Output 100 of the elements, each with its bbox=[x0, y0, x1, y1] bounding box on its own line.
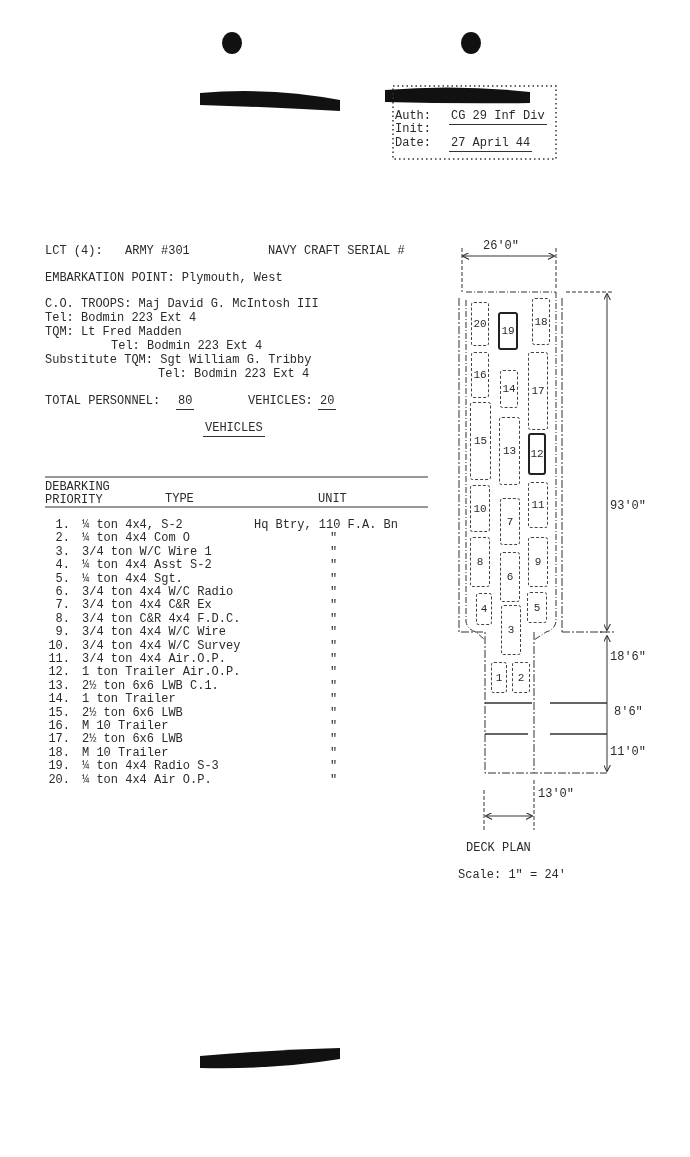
priority-number: 9. bbox=[54, 626, 70, 640]
vehicle-number: 7 bbox=[506, 515, 514, 528]
stamp-field-label: Init: bbox=[395, 123, 431, 136]
vehicle-slot bbox=[527, 592, 547, 623]
vehicle-number: 18 bbox=[534, 315, 548, 328]
ditto-mark: " bbox=[330, 545, 338, 559]
ditto-mark: " bbox=[330, 639, 338, 653]
vehicle-number: 4 bbox=[480, 603, 488, 615]
form-field-label: TOTAL PERSONNEL: bbox=[45, 395, 161, 408]
vehicle-type: 3/4 ton W/C Wire 1 bbox=[82, 545, 212, 559]
vehicle-type: ¼ ton 4x4 Asst S-2 bbox=[82, 559, 212, 573]
form-field: Tel: Bodmin 223 Ext 4 bbox=[111, 340, 263, 353]
drawing-title: DECK PLAN bbox=[466, 842, 531, 855]
vehicle-slot bbox=[512, 662, 530, 693]
priority-number: 2. bbox=[54, 532, 70, 546]
stamp-field-value: CG 29 Inf Div bbox=[449, 110, 547, 125]
ditto-mark: " bbox=[330, 626, 338, 640]
vehicle-slot bbox=[470, 485, 490, 532]
ditto-mark: " bbox=[330, 773, 338, 787]
vehicle-type: ¼ ton 4x4 Sgt. bbox=[82, 572, 183, 586]
vehicle-type: 2½ ton 6x6 LWB C.1. bbox=[82, 679, 219, 693]
vehicle-type: 3/4 ton 4x4 W/C Radio bbox=[82, 586, 234, 599]
vehicle-slot bbox=[476, 593, 492, 625]
ditto-mark: " bbox=[330, 720, 338, 733]
vehicle-type: ¼ ton 4x4 Radio S-3 bbox=[82, 760, 219, 774]
vehicle-type: 1 ton Trailer bbox=[82, 693, 176, 707]
dimension-label: 93'0" bbox=[610, 500, 646, 513]
vehicle-slot bbox=[498, 312, 518, 350]
form-field: EMBARKATION POINT: Plymouth, West bbox=[45, 272, 283, 285]
vehicle-slot bbox=[528, 537, 548, 587]
priority-number: 3. bbox=[54, 545, 70, 559]
vehicle-slot bbox=[491, 662, 507, 693]
dimension-label: 13'0" bbox=[538, 788, 574, 801]
form-field-value: 20 bbox=[318, 395, 337, 410]
dimension-label: 11'0" bbox=[610, 746, 646, 759]
vehicle-type: 3/4 ton 4x4 C&R Ex bbox=[82, 599, 212, 613]
ditto-mark: " bbox=[330, 612, 338, 626]
unit-name: Hq Btry, 110 F.A. Bn bbox=[254, 519, 399, 532]
vehicle-slot bbox=[500, 552, 520, 602]
vehicle-slot bbox=[528, 352, 548, 430]
priority-number: 5. bbox=[54, 572, 70, 586]
vehicle-number: 3 bbox=[507, 624, 515, 636]
ditto-mark: " bbox=[330, 746, 338, 760]
vehicle-number: 9 bbox=[534, 556, 542, 568]
vehicle-type: 2½ ton 6x6 LWB bbox=[82, 733, 183, 747]
form-field: LCT (4): bbox=[45, 245, 103, 258]
stamp-field-value: 27 April 44 bbox=[449, 137, 533, 152]
vehicle-number: 1 bbox=[495, 671, 503, 684]
vehicle-type: M 10 Trailer bbox=[82, 720, 169, 733]
vehicle-type: 3/4 ton 4x4 Air.O.P. bbox=[82, 653, 227, 666]
vehicle-slot bbox=[499, 417, 520, 485]
stamp-field-label: Auth: bbox=[395, 110, 431, 123]
section-heading: VEHICLES bbox=[203, 422, 265, 437]
dimension-label: 18'6" bbox=[610, 651, 646, 664]
vehicle-number: 19 bbox=[501, 325, 515, 337]
form-field: C.O. TROOPS: Maj David G. McIntosh III bbox=[45, 298, 319, 311]
vehicle-number: 10 bbox=[473, 502, 487, 515]
vehicle-slot bbox=[500, 498, 520, 545]
vehicle-type: 2½ ton 6x6 LWB bbox=[82, 706, 183, 720]
ditto-mark: " bbox=[330, 679, 338, 693]
form-field: Tel: Bodmin 223 Ext 4 bbox=[158, 368, 310, 381]
vehicle-number: 11 bbox=[531, 499, 545, 511]
ditto-mark: " bbox=[330, 733, 338, 747]
vehicle-type: 1 ton Trailer Air.O.P. bbox=[82, 666, 241, 680]
priority-number: 12. bbox=[47, 666, 70, 680]
vehicle-type: ¼ ton 4x4 Com O bbox=[82, 532, 191, 546]
priority-number: 1. bbox=[54, 519, 70, 532]
vehicle-slot bbox=[501, 605, 521, 655]
vehicle-slot bbox=[471, 302, 489, 346]
priority-number: 11. bbox=[47, 653, 70, 666]
form-field: Substitute TQM: Sgt William G. Tribby bbox=[45, 354, 312, 367]
priority-number: 14. bbox=[47, 693, 70, 707]
vehicle-type: 3/4 ton C&R 4x4 F.D.C. bbox=[82, 612, 241, 626]
priority-number: 16. bbox=[47, 720, 70, 733]
priority-number: 8. bbox=[54, 612, 70, 626]
vehicle-number: 5 bbox=[533, 601, 541, 614]
priority-number: 7. bbox=[54, 599, 70, 613]
form-field: NAVY CRAFT SERIAL # bbox=[268, 245, 405, 258]
vehicle-slot bbox=[470, 402, 491, 480]
vehicle-slot bbox=[500, 370, 518, 408]
vehicle-type: 3/4 ton 4x4 W/C Wire bbox=[82, 626, 227, 640]
dimension-label: 26'0" bbox=[483, 240, 519, 253]
ditto-mark: " bbox=[330, 653, 338, 666]
ditto-mark: " bbox=[330, 599, 338, 613]
form-field: Tel: Bodmin 223 Ext 4 bbox=[45, 312, 197, 325]
vehicle-number: 2 bbox=[517, 671, 525, 684]
vehicle-number: 6 bbox=[506, 571, 514, 583]
vehicle-number: 12 bbox=[530, 448, 544, 460]
vehicle-slot bbox=[471, 352, 489, 398]
vehicle-type: ¼ ton 4x4, S-2 bbox=[82, 519, 183, 532]
vehicle-number: 15 bbox=[473, 435, 488, 447]
form-field: TQM: Lt Fred Madden bbox=[45, 326, 182, 339]
priority-number: 15. bbox=[47, 706, 70, 720]
form-field-value: 80 bbox=[176, 395, 195, 410]
column-header: UNIT bbox=[318, 493, 347, 506]
vehicle-type: M 10 Trailer bbox=[82, 746, 169, 760]
column-header: TYPE bbox=[165, 493, 194, 506]
vehicle-slot bbox=[528, 482, 548, 528]
vehicle-number: 13 bbox=[502, 445, 517, 457]
vehicle-type: ¼ ton 4x4 Air O.P. bbox=[82, 773, 212, 787]
